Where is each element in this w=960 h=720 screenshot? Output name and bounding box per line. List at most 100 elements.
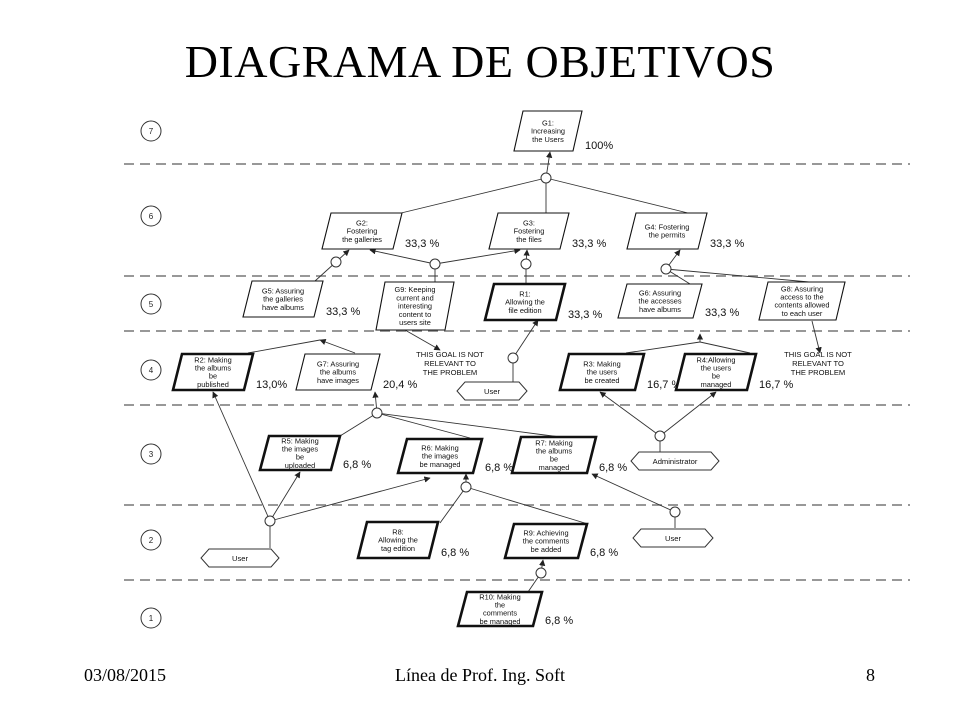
relationship-line bbox=[665, 268, 821, 284]
goal-label-line: the images bbox=[422, 452, 458, 461]
agent-user-l2: User bbox=[200, 548, 280, 568]
goal-shape bbox=[626, 212, 708, 250]
level-circle bbox=[140, 443, 162, 465]
relationship-line bbox=[439, 486, 467, 524]
goal-shape bbox=[242, 280, 324, 318]
goal-percentage: 6,8 % bbox=[545, 615, 573, 627]
relationship-line bbox=[269, 476, 431, 522]
agent-shape bbox=[456, 381, 528, 401]
goal-label-line: be bbox=[712, 372, 720, 381]
and-junction bbox=[507, 352, 519, 364]
goal-label-line: G2: bbox=[356, 218, 368, 227]
goal-label-line: G4: Fostering bbox=[645, 223, 690, 232]
relationship-line bbox=[625, 341, 701, 354]
and-junction bbox=[654, 430, 666, 442]
relationship-line bbox=[339, 412, 378, 437]
level-number: 5 bbox=[149, 300, 154, 309]
goal-shape bbox=[503, 522, 589, 560]
goal-label-line: users site bbox=[399, 318, 431, 327]
goal-shape bbox=[258, 434, 342, 472]
goal-label-line: R9: Achieving bbox=[523, 528, 568, 537]
goal-shape bbox=[758, 281, 846, 321]
goal-percentage: 6,8 % bbox=[441, 547, 469, 559]
goal-label-line: Fostering bbox=[347, 227, 378, 236]
and-junction bbox=[660, 263, 672, 275]
goal-shape bbox=[375, 281, 455, 331]
goal-percentage: 16,7 % bbox=[759, 379, 793, 391]
goal-label-line: the albums bbox=[195, 364, 231, 373]
goal-percentage: 33,3 % bbox=[326, 306, 360, 318]
note-line: THIS GOAL IS NOT bbox=[784, 350, 852, 359]
level-dividers bbox=[124, 163, 910, 581]
goal-label-line: the galleries bbox=[342, 235, 382, 244]
and-junction bbox=[520, 258, 532, 270]
goal-percentage: 6,8 % bbox=[599, 462, 627, 474]
agent-admin: Administrator bbox=[630, 451, 720, 471]
goal-label-line: the comments bbox=[523, 537, 570, 546]
level-circle bbox=[140, 293, 162, 315]
goal-label-line: the accesses bbox=[638, 297, 681, 306]
goal-shape bbox=[321, 212, 403, 250]
goal-label-line: R5: Making bbox=[281, 436, 318, 445]
goal-percentage: 33,3 % bbox=[572, 238, 606, 250]
goal-label-line: interesting bbox=[398, 302, 432, 311]
goal-shape bbox=[456, 590, 544, 628]
goal-label-line: the bbox=[495, 601, 505, 610]
goal-label-line: G3: bbox=[523, 218, 535, 227]
level-number: 4 bbox=[149, 366, 154, 375]
goal-label-line: R3: Making bbox=[583, 359, 620, 368]
goal-label-line: the users bbox=[701, 364, 732, 373]
page-number: 8 bbox=[866, 665, 875, 685]
relationship-line bbox=[591, 473, 676, 513]
level-circle bbox=[140, 205, 162, 227]
relationship-line bbox=[599, 391, 661, 437]
agent-shape bbox=[630, 451, 720, 471]
relationship-line bbox=[369, 248, 436, 265]
level-circle bbox=[140, 120, 162, 142]
goal-label-line: G6: Assuring bbox=[639, 288, 681, 297]
goal-shape bbox=[674, 352, 758, 392]
and-junction bbox=[460, 481, 472, 493]
goal-label-line: published bbox=[197, 380, 229, 389]
goal-shape bbox=[558, 352, 646, 392]
goal-label-line: comments bbox=[483, 609, 517, 618]
relationship-line bbox=[811, 320, 822, 354]
relationship-line bbox=[545, 177, 693, 215]
goal-shape bbox=[396, 437, 484, 475]
slide-title: DIAGRAMA DE OBJETIVOS bbox=[184, 36, 776, 87]
goal-label-line: the galleries bbox=[263, 295, 303, 304]
level-marker: 1 bbox=[140, 607, 162, 629]
relationship-line bbox=[269, 471, 301, 522]
level-marker: 6 bbox=[140, 205, 162, 227]
goal-label-line: Fostering bbox=[514, 227, 545, 236]
goal-percentage: 6,8 % bbox=[343, 459, 371, 471]
note-line: THE PROBLEM bbox=[791, 368, 845, 377]
goal-label-line: R8: bbox=[392, 527, 404, 536]
goal-percentage: 16,7 % bbox=[647, 379, 681, 391]
goal-label-line: access to the bbox=[780, 293, 824, 302]
agent-user-l4: User bbox=[456, 381, 528, 401]
footer-date: 03/08/2015 bbox=[84, 665, 167, 685]
level-number: 2 bbox=[149, 536, 154, 545]
goal-label-line: content to bbox=[399, 310, 431, 319]
goal-label-line: be bbox=[209, 372, 217, 381]
goal-label-line: G5: Assuring bbox=[262, 286, 304, 295]
goal-label-line: the albums bbox=[536, 447, 572, 456]
goal-label-line: R4:Allowing bbox=[696, 355, 735, 364]
goal-label-line: have albums bbox=[639, 305, 681, 314]
goal-label-line: R1: bbox=[519, 289, 531, 298]
goal-label-line: the users bbox=[587, 368, 618, 377]
